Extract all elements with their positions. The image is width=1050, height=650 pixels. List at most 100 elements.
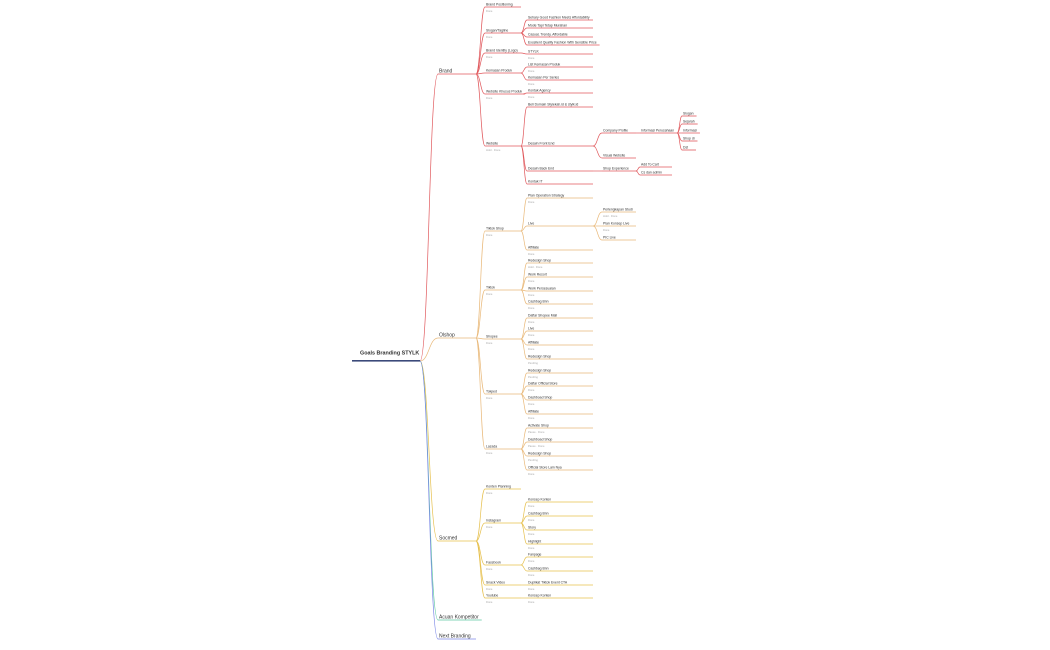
node-label: Mode Tapi Tetap Murahan bbox=[528, 23, 567, 27]
node-b6b[interactable]: Desain Front End bbox=[527, 141, 593, 147]
node-b4[interactable]: Kemasan Produk bbox=[485, 68, 521, 74]
node-label: Sejarah bbox=[683, 119, 695, 123]
node-label: Facebook bbox=[486, 560, 501, 564]
node-label: Olshop bbox=[439, 332, 455, 338]
node-b6b2[interactable]: Visual Website bbox=[602, 153, 636, 159]
node-b6c1[interactable]: Shop Experience bbox=[602, 166, 636, 172]
node-b6c1b[interactable]: Cs dan admin bbox=[640, 170, 672, 176]
node-b6d[interactable]: Kontak IT bbox=[527, 179, 593, 185]
node-label: Affiliate bbox=[528, 245, 539, 249]
node-socmed[interactable]: Socmed bbox=[438, 535, 476, 541]
node-b6c1a[interactable]: Add To Cart bbox=[640, 162, 672, 168]
node-o1b[interactable]: Live bbox=[527, 221, 593, 227]
node-b6a[interactable]: Beli Domain Stylekah.id & stylk.id bbox=[527, 102, 593, 108]
node-status: Done bbox=[486, 600, 493, 604]
node-b2b[interactable]: Mode Tapi Tetap Murahan bbox=[527, 23, 593, 29]
connector-b4b bbox=[520, 72, 528, 81]
node-status: Done bbox=[528, 416, 535, 420]
node-brand[interactable]: Brand bbox=[438, 68, 476, 74]
root-node[interactable]: Goals Branding STYLK bbox=[352, 351, 420, 362]
node-status: Pending bbox=[528, 375, 538, 379]
node-b6b1a5[interactable]: Dst bbox=[682, 145, 696, 151]
node-label: Daftar Official Store bbox=[528, 381, 558, 385]
node-label: Tiktok Shop bbox=[486, 226, 504, 230]
node-olshop[interactable]: Olshop bbox=[438, 332, 476, 339]
node-label: Website bbox=[486, 141, 498, 145]
node-label: Shopee bbox=[486, 334, 498, 338]
node-next[interactable]: Next Branding bbox=[438, 633, 476, 639]
node-label: Socmed bbox=[439, 535, 458, 541]
connector-b2d bbox=[520, 32, 528, 46]
node-label: Redesign Shop bbox=[528, 368, 551, 372]
node-label: Cashbag Bnn bbox=[528, 299, 549, 303]
node-b6c[interactable]: Desain Back End bbox=[527, 166, 593, 172]
node-b2a[interactable]: Sehary Good Fashion Meets Affordability bbox=[527, 15, 593, 21]
node-b6b1a4[interactable]: Shop di bbox=[682, 136, 698, 142]
node-b2d[interactable]: Excellent Quality Fashion With Sensible … bbox=[527, 40, 600, 46]
node-b6b1a1[interactable]: Slogan bbox=[682, 111, 697, 117]
node-b6b1a3[interactable]: Informasi bbox=[682, 128, 700, 134]
node-label: Perlengkapan Studi bbox=[603, 207, 633, 211]
node-o1b3[interactable]: PIC Live bbox=[602, 235, 636, 241]
node-b6b1a[interactable]: Informasi Perusahaan bbox=[640, 128, 678, 134]
node-label: Live bbox=[528, 326, 534, 330]
node-b6b1a2[interactable]: Sejarah bbox=[682, 119, 698, 125]
node-label: Story bbox=[528, 525, 536, 529]
node-label: Official Store Lain Nya bbox=[528, 465, 562, 469]
connector-o4b bbox=[520, 385, 528, 395]
node-b6b1[interactable]: Company Profile bbox=[602, 128, 636, 134]
node-b3[interactable]: Brand Identity (Logo)Done bbox=[485, 48, 521, 59]
node-b2c[interactable]: Casual, Trendy, Affordable bbox=[527, 32, 593, 38]
node-label: Tokped bbox=[486, 389, 497, 393]
node-acuan[interactable]: Acuan Kompetitor bbox=[438, 614, 482, 620]
node-status: Hold · Done bbox=[603, 214, 618, 218]
